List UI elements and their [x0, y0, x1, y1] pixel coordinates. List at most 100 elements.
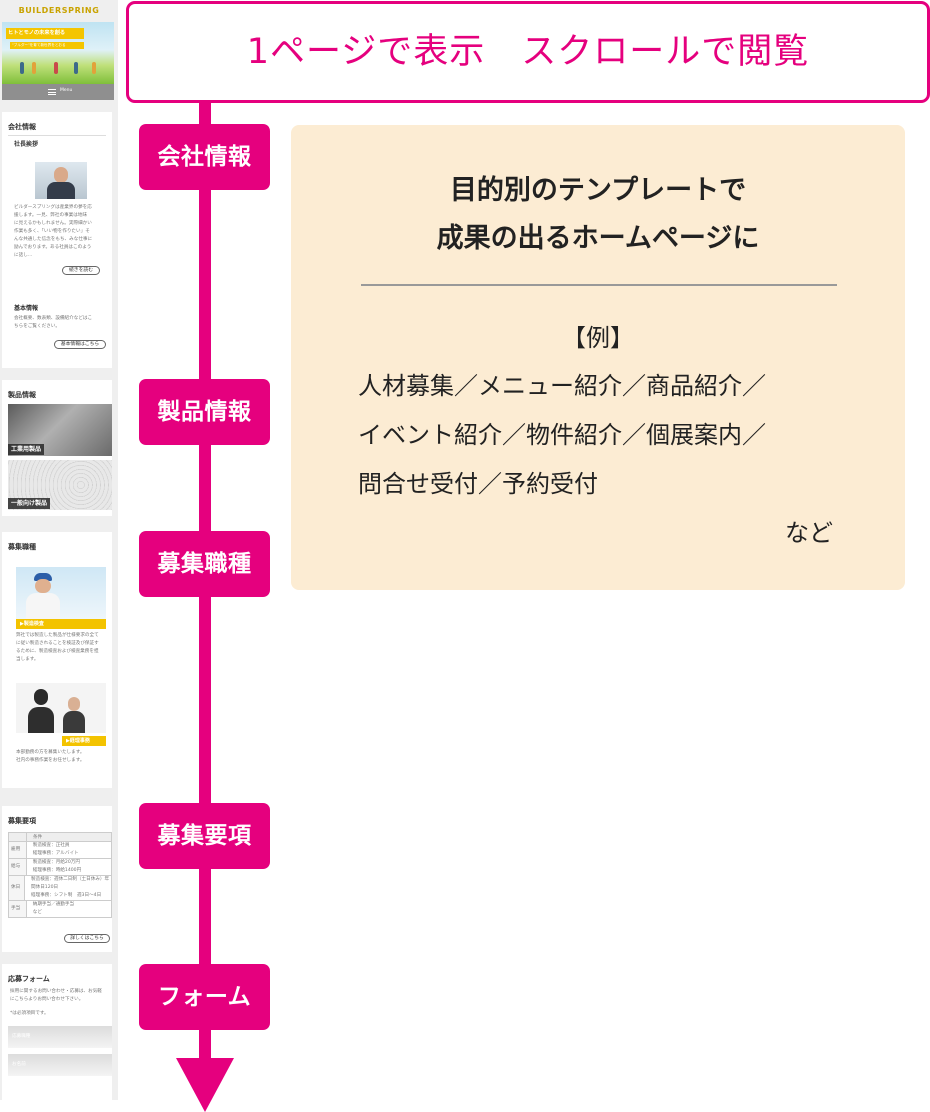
row-cell: 製造検査：正社員 経理事務：アルバイト [27, 842, 111, 858]
table-corner [9, 833, 27, 841]
step-job-types: 募集職種 [139, 531, 270, 597]
job-type-field[interactable]: 応募職種 [8, 1026, 112, 1048]
basic-info-button[interactable]: 基本情報はこちら [54, 340, 106, 349]
hamburger-icon[interactable] [48, 89, 56, 95]
consumer-product-image[interactable]: 一般向け製品 [8, 460, 112, 510]
field-label: 応募職種 [12, 1034, 31, 1039]
text-line: に話し… [14, 253, 33, 258]
industrial-product-label: 工業用製品 [8, 444, 45, 455]
consumer-product-label: 一般向け製品 [8, 498, 51, 509]
table-row: 手当 納期手当／通勤手当 など [9, 901, 111, 917]
job1-label[interactable]: ▶製造検査 [16, 619, 106, 629]
required-note: *は必須項目です。 [10, 1011, 49, 1016]
table-row: 休日 製造検査：週休二日制（土日休み）年 間休日120日 経理事務：シフト制 週… [9, 876, 111, 901]
text-line: 採用に関するお問い合わせ・応募は、お気軽 [10, 989, 102, 994]
row-cell: 製造検査：週休二日制（土日休み）年 間休日120日 経理事務：シフト制 週3日〜… [25, 876, 111, 900]
name-field[interactable]: お名前 [8, 1054, 112, 1076]
requirements-detail-button[interactable]: 詳しくはこちら [64, 934, 110, 943]
text-line: 経理事務：シフト制 週3日〜4日 [31, 893, 102, 898]
text-line: 援します。一見、弊社の事業は地味 [14, 213, 88, 218]
text-line: 本部勤務の方を募集いたします。 [16, 750, 85, 755]
text-line: に見えるかもしれません。実際細かい [14, 221, 92, 226]
headline-box: 1ページで表示 スクロールで閲覧 [126, 1, 930, 103]
president-suit [47, 182, 75, 199]
text-line: 納期手当／通勤手当 [32, 902, 75, 907]
example-line: イベント紹介／物件紹介／個展案内／ [358, 421, 766, 449]
text-line: 作業も多く、「いい物を作りたい」そ [14, 229, 90, 234]
info-card: 目的別のテンプレートで 成果の出るホームページに 【例】 人材募集／メニュー紹介… [291, 125, 905, 590]
timeline-arrowhead [176, 1058, 234, 1112]
basic-info-heading: 基本情報 [14, 305, 39, 312]
industrial-product-image[interactable]: 工業用製品 [8, 404, 112, 456]
requirements-table: 条件 雇用 製造検査：正社員 経理事務：アルバイト 給与 製造検査：月給20万円… [8, 832, 112, 918]
basic-info-text: 会社概要、数表類、設備紹介などはこ ちらをご覧ください。 [8, 315, 112, 331]
row-cell: 製造検査：月給20万円 経理事務：時給1400円 [27, 859, 111, 875]
text-line: 間休日120日 [31, 885, 59, 890]
step-company-info: 会社情報 [139, 124, 270, 190]
step-product-info: 製品情報 [139, 379, 270, 445]
row-head: 休日 [9, 876, 25, 900]
read-more-button[interactable]: 続きを読む [62, 266, 100, 275]
inspector-face [35, 579, 51, 593]
row-head: 給与 [9, 859, 27, 875]
job2-label[interactable]: ▶経理事務 [62, 736, 106, 746]
text-line: にこちらよりお問い合わせ下さい。 [10, 997, 84, 1002]
hero-image: ヒトとモノの未来を創る "ブルダー"を育て新世界をとおる [2, 22, 114, 84]
greeting-text: ビルダースプリングは産業界の夢を応 援します。一見、弊社の事業は地味 に見えるか… [8, 204, 112, 260]
hero-figure [20, 62, 24, 74]
example-line: 問合せ受付／予約受付 [358, 470, 598, 498]
step-form: フォーム [139, 964, 270, 1030]
row-head: 雇用 [9, 842, 27, 858]
hero-figure [74, 62, 78, 74]
example-line: 人材募集／メニュー紹介／商品紹介／ [358, 372, 766, 400]
hero-subbanner: "ブルダー"を育て新世界をとおる [10, 42, 84, 49]
cap [34, 573, 52, 581]
menu-bar[interactable]: Menu [2, 84, 114, 100]
clerk-suit [63, 711, 85, 733]
phone-preview: BUILDERSPRING ヒトとモノの未来を創る "ブルダー"を育て新世界をと… [0, 0, 118, 1100]
inspector-body [26, 593, 60, 619]
example-label: 【例】 [562, 324, 634, 352]
field-label: お名前 [12, 1062, 26, 1067]
card-title-line1: 目的別のテンプレートで [449, 175, 747, 206]
company-section: 会社情報 社長挨拶 ビルダースプリングは産業界の夢を応 援します。一見、弊社の事… [2, 112, 112, 368]
row-cell: 納期手当／通勤手当 など [27, 901, 111, 917]
text-line: に従い製造されることを検証及び保証す [16, 641, 99, 646]
text-line: ちらをご覧ください。 [14, 324, 60, 329]
step-requirements: 募集要項 [139, 803, 270, 869]
hero-figure [92, 62, 96, 74]
products-section: 製品情報 工業用製品 一般向け製品 [2, 380, 112, 516]
clerk-suit [28, 707, 54, 733]
hero-figure [54, 62, 58, 74]
table-row: 給与 製造検査：月給20万円 経理事務：時給1400円 [9, 859, 111, 876]
text-line: 製造検査：月給20万円 [32, 860, 80, 865]
hero-banner: ヒトとモノの未来を創る [6, 28, 84, 39]
form-text: 採用に関するお問い合わせ・応募は、お気軽 にこちらよりお問い合わせ下さい。 [4, 988, 112, 1004]
text-line: んな共通した信念をもち、みな仕事に [14, 237, 93, 242]
text-line: など [32, 910, 42, 915]
requirements-section: 募集要項 条件 雇用 製造検査：正社員 経理事務：アルバイト 給与 製造検査：月… [2, 806, 112, 952]
text-line: ビルダースプリングは産業界の夢を応 [14, 205, 92, 210]
text-line: 社内の事務作業をお任せします。 [16, 758, 85, 763]
divider [8, 135, 106, 136]
clerk-photo[interactable] [16, 683, 106, 733]
requirements-heading: 募集要項 [8, 817, 36, 825]
greeting-heading: 社長挨拶 [14, 141, 39, 148]
president-photo [35, 162, 87, 199]
text-line: 励んでおります。ある社員はこのよう [14, 245, 92, 250]
text-line: 当します。 [16, 657, 39, 662]
text-line: 弊社では製造した製品が仕様要求の全て [16, 633, 99, 638]
inspector-photo[interactable] [16, 567, 106, 619]
president-face [54, 167, 68, 183]
card-divider [361, 284, 837, 286]
job2-text: 本部勤務の方を募集いたします。 社内の事務作業をお任せします。 [10, 749, 112, 765]
text-line: 経理事務：時給1400円 [32, 868, 82, 873]
site-logo: BUILDERSPRING [18, 6, 100, 15]
jobs-heading: 募集職種 [8, 543, 36, 551]
text-line: 製造検査：正社員 [32, 843, 70, 848]
row-head: 手当 [9, 901, 27, 917]
text-line: 会社概要、数表類、設備紹介などはこ [14, 316, 93, 321]
clerk-face [68, 697, 80, 711]
company-heading: 会社情報 [8, 123, 36, 131]
table-header: 条件 [9, 833, 111, 842]
